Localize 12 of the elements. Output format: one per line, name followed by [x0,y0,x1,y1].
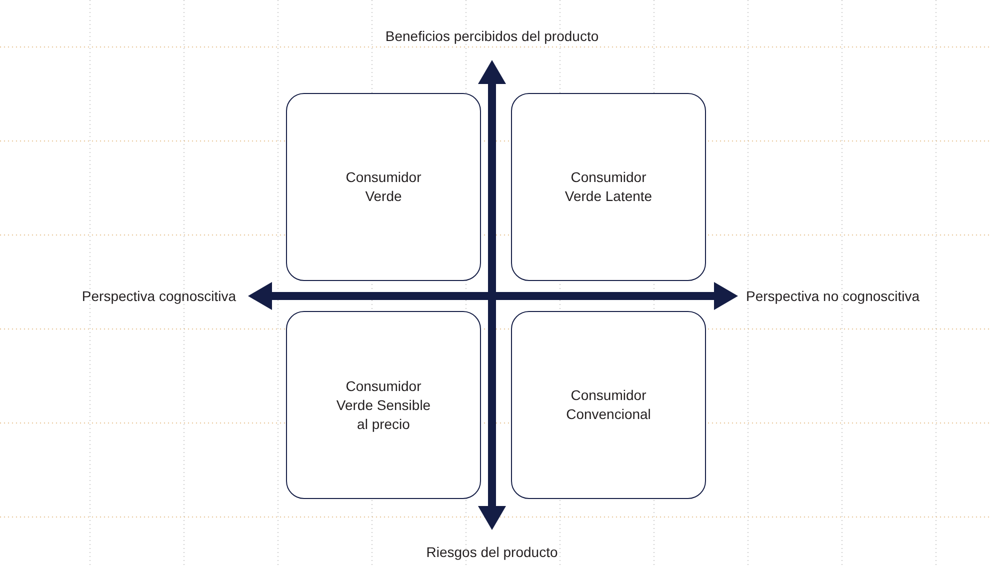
quadrant-box [286,311,481,499]
quadrant-label: Consumidor Verde [344,168,422,206]
axis-label: Perspectiva no cognoscitiva [746,288,920,304]
quadrant-box [511,311,706,499]
axis-label: Beneficios percibidos del producto [385,28,599,44]
quadrant-label: Consumidor Verde Latente [564,168,654,206]
quadrant-label: Consumidor Verde Sensible al precio [335,376,432,434]
quadrant-box [511,93,706,281]
quadrant-label: Consumidor Convencional [565,386,652,424]
axis-label: Perspectiva cognoscitiva [82,288,236,304]
quadrant-box [286,93,481,281]
axis-label: Riesgos del producto [426,544,558,560]
